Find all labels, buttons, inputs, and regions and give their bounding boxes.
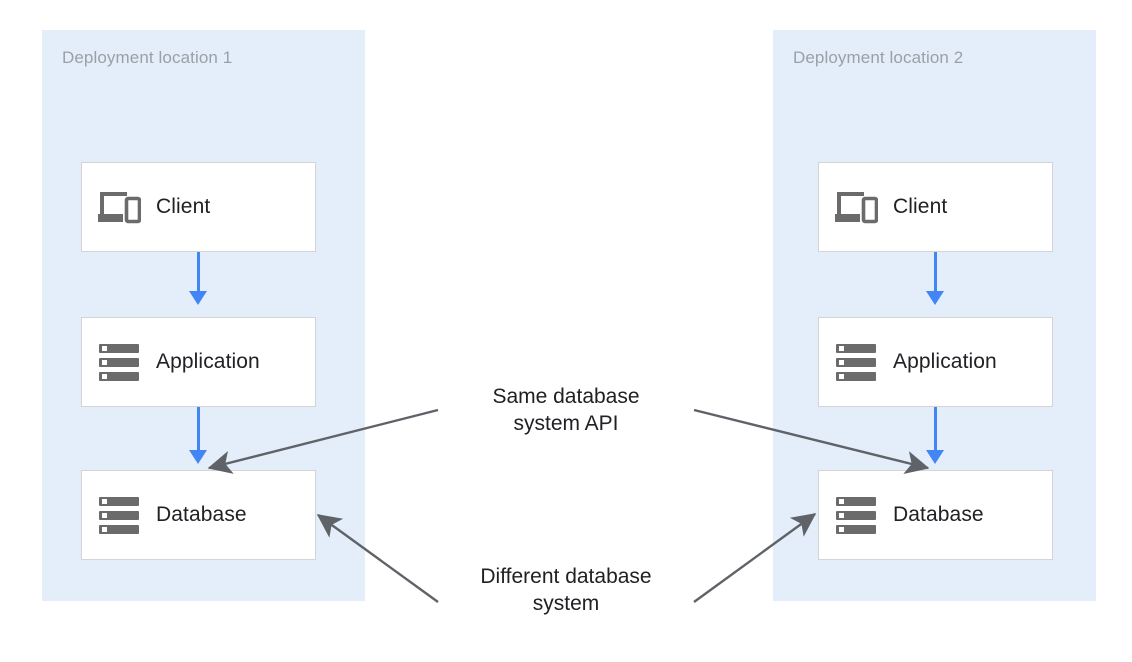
deployment-location-1-label: Deployment location 1 [62,48,233,67]
server-rack-glyph [836,495,876,535]
flow-client-to-application-2-line [934,252,937,297]
annotation-different-line-2: system [532,592,600,615]
node-database-1[interactable]: Database [81,470,316,560]
client-devices-icon [82,190,156,224]
leader-different-to-database-1 [316,514,439,603]
node-application-2-label: Application [893,350,997,373]
server-rack-icon [82,342,156,382]
node-client-1-label: Client [156,195,211,218]
server-rack-glyph [99,495,139,535]
flow-application-to-database-2-line [934,407,937,455]
server-rack-icon [819,342,893,382]
server-rack-glyph [99,342,139,382]
node-application-2[interactable]: Application [818,317,1053,407]
annotation-api-line-2: system API [513,412,619,435]
server-rack-icon [82,495,156,535]
node-application-1[interactable]: Application [81,317,316,407]
flow-client-to-application-2-arrowhead-icon [926,291,944,305]
client-devices-icon [819,190,893,224]
flow-application-to-database-1-arrowhead-icon [189,450,207,464]
annotation-same-database-system-api: Same database system API [416,383,716,437]
flow-application-to-database-2-arrowhead-icon [926,450,944,464]
node-client-1[interactable]: Client [81,162,316,252]
node-database-2-label: Database [893,503,984,526]
flow-client-to-application-1-line [197,252,200,297]
flow-client-to-application-1-arrowhead-icon [189,291,207,305]
annotation-api-line-1: Same database [492,385,640,408]
node-client-2-label: Client [893,195,948,218]
server-rack-icon [819,495,893,535]
flow-application-to-database-1-line [197,407,200,455]
leader-api-to-database-2 [693,408,930,474]
leader-api-to-database-1 [207,408,439,474]
node-client-2[interactable]: Client [818,162,1053,252]
annotation-different-database-system: Different database system [416,563,716,617]
node-database-2[interactable]: Database [818,470,1053,560]
node-database-1-label: Database [156,503,247,526]
server-rack-glyph [836,342,876,382]
leader-different-to-database-2 [693,513,817,603]
annotation-different-line-1: Different database [480,565,652,588]
node-application-1-label: Application [156,350,260,373]
deployment-location-2-label: Deployment location 2 [793,48,964,67]
